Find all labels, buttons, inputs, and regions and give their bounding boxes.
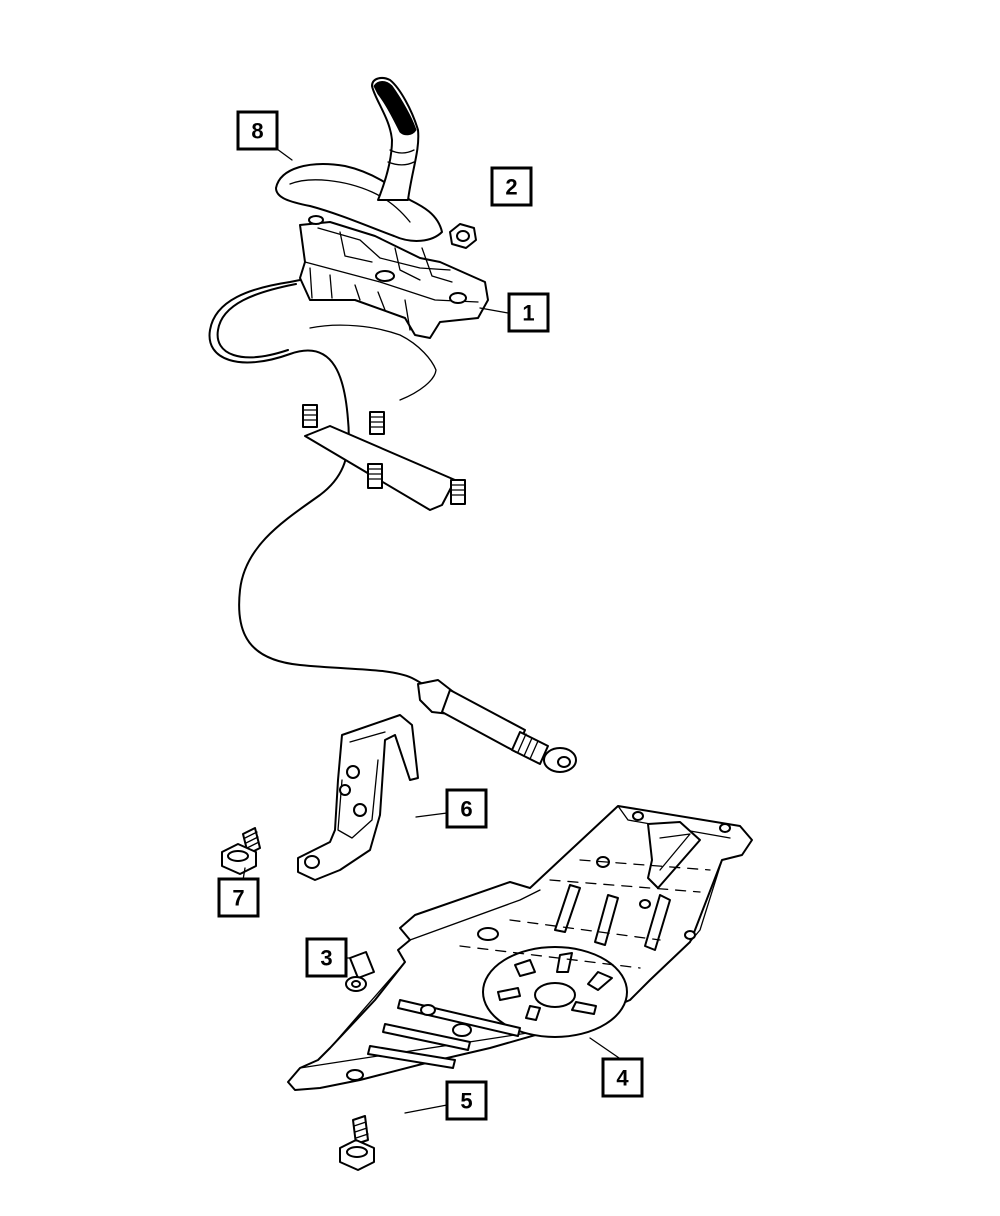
skid-plate [287,805,753,1091]
stud [450,479,466,505]
callout-label: 8 [251,119,263,144]
shift-cable [208,279,577,773]
stud [367,463,383,489]
spacer [345,951,375,992]
grommet-plate [302,324,466,511]
callout-8: 8 [236,110,279,151]
callout-5: 5 [445,1080,488,1121]
callout-label: 4 [616,1066,629,1091]
callout-label: 2 [505,175,517,200]
callout-7: 7 [217,877,260,918]
callout-4: 4 [601,1057,644,1098]
cable-end-fitting [417,679,577,773]
callout-label: 7 [232,886,244,911]
callout-2: 2 [490,166,533,207]
nut [449,223,477,249]
callout-label: 6 [460,797,472,822]
bolt [339,1115,375,1171]
bolt [221,827,261,875]
callout-label: 5 [460,1089,472,1114]
callout-3: 3 [305,937,348,978]
callout-1: 1 [507,292,550,333]
stud [369,411,385,435]
callout-6: 6 [445,788,488,829]
callout-label: 3 [320,946,332,971]
callout-label: 1 [522,301,534,326]
stud [302,404,318,428]
cable-bracket [297,714,419,881]
shifter-assembly [275,77,489,339]
